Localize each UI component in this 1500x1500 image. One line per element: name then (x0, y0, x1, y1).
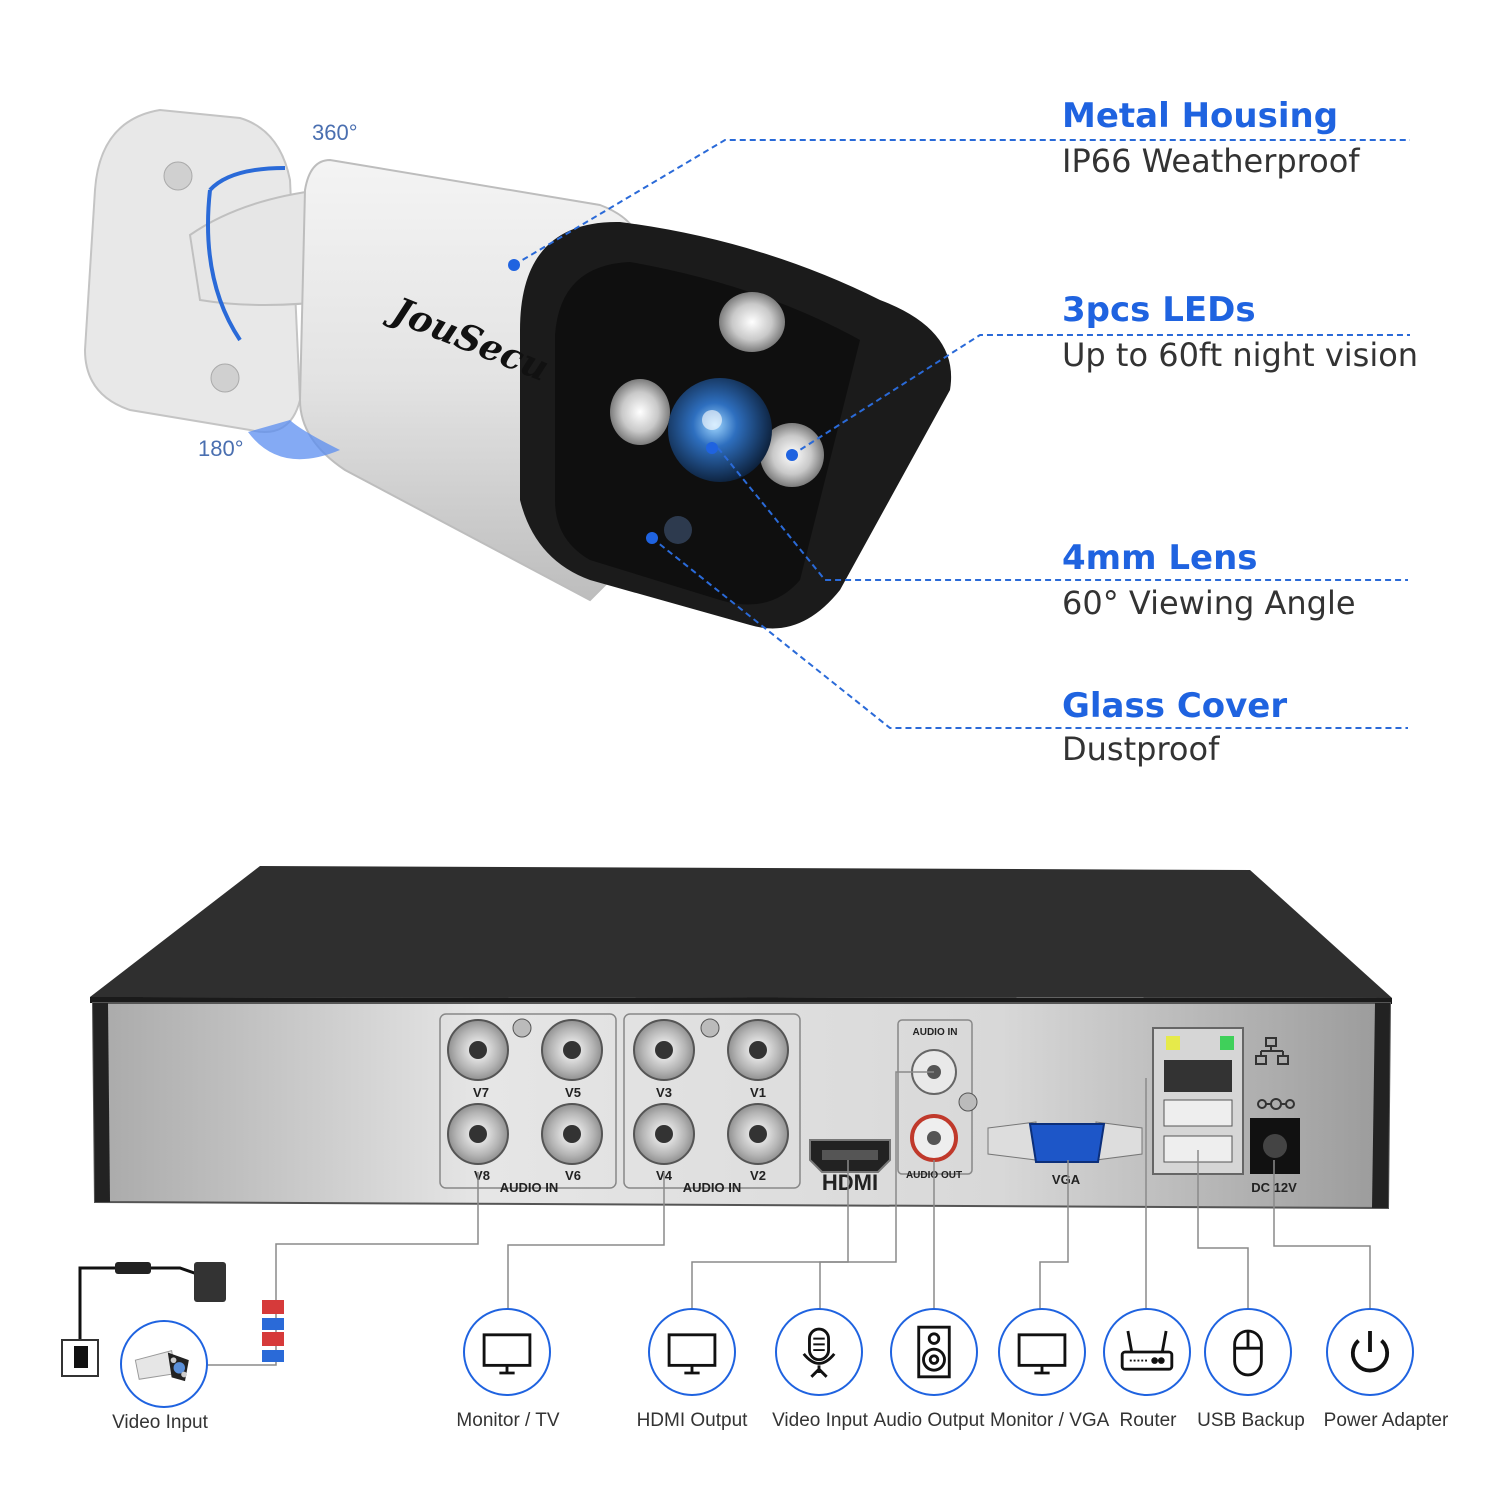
dvr-recorder (90, 866, 1392, 1210)
router-icon (1103, 1308, 1191, 1396)
power-icon (1326, 1308, 1414, 1396)
caption-audio-output: Audio Output (873, 1410, 985, 1431)
caption-monitor-tv: Monitor / TV (456, 1410, 560, 1431)
camera-cable-assembly (61, 1262, 284, 1377)
port-label-v5: V5 (565, 1085, 581, 1100)
caption-router: Router (1119, 1410, 1177, 1431)
monitor-icon (998, 1308, 1086, 1396)
port-label-v2: V2 (750, 1168, 766, 1183)
microphone-icon (775, 1308, 863, 1396)
feature-title: Metal Housing (1062, 96, 1339, 136)
connection-lines (205, 1071, 1371, 1366)
feature-title: 3pcs LEDs (1062, 290, 1256, 330)
caption-video-input-camera: Video Input (112, 1412, 208, 1433)
port-label-v3: V3 (656, 1085, 672, 1100)
pan-rotation-label: 360° (312, 120, 358, 145)
tilt-rotation-label: 180° (198, 436, 244, 461)
feature-leader-lines (513, 139, 1410, 729)
feature-subtitle: Up to 60ft night vision (1062, 336, 1419, 374)
caption-power-adapter: Power Adapter (1323, 1410, 1449, 1431)
port-label-v8: V8 (474, 1168, 490, 1183)
bnc-ports (447, 1018, 789, 1165)
caption-usb-backup: USB Backup (1197, 1410, 1305, 1431)
feature-subtitle: 60° Viewing Angle (1062, 584, 1356, 622)
feature-leader-dots (508, 259, 798, 544)
audio-in-jack-label: AUDIO IN (913, 1027, 958, 1038)
hdmi-port-label: HDMI (822, 1170, 878, 1195)
vga-port-label: VGA (1052, 1172, 1081, 1187)
port-label-v6: V6 (565, 1168, 581, 1183)
feature-subtitle: Dustproof (1062, 730, 1220, 768)
port-label-v7: V7 (473, 1085, 489, 1100)
feature-title: 4mm Lens (1062, 538, 1258, 578)
speaker-icon (890, 1308, 978, 1396)
monitor-icon (463, 1308, 551, 1396)
caption-monitor-vga: Monitor / VGA (990, 1410, 1110, 1431)
feature-title: Glass Cover (1062, 686, 1288, 726)
monitor-icon (648, 1308, 736, 1396)
caption-video-input-mic: Video Input (772, 1410, 868, 1431)
feature-subtitle: IP66 Weatherproof (1062, 142, 1360, 180)
dvr-port-labels: V7 V5 V8 V6 V3 V1 V4 V2 AUDIO IN AUDIO I… (473, 1027, 1297, 1195)
mouse-icon (1204, 1308, 1292, 1396)
audio-in-group-1-label: AUDIO IN (500, 1180, 559, 1195)
bullet-camera (83, 108, 952, 629)
caption-hdmi-output: HDMI Output (636, 1410, 748, 1431)
audio-in-group-2-label: AUDIO IN (683, 1180, 742, 1195)
port-label-v1: V1 (750, 1085, 766, 1100)
camera-icon (120, 1320, 208, 1408)
